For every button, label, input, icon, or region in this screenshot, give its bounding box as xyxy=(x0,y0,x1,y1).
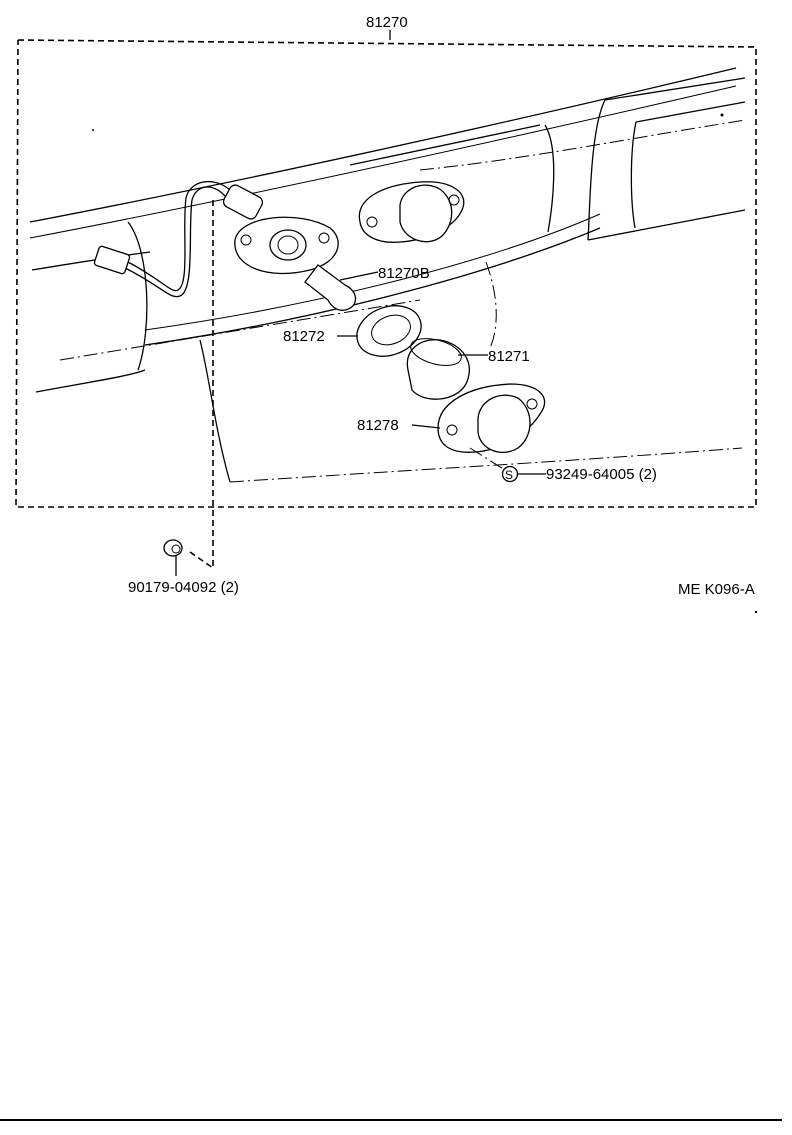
label-clip: 90179-04092 (2) xyxy=(128,579,239,596)
clip xyxy=(163,200,214,576)
installed-lamp xyxy=(358,181,465,243)
housing xyxy=(411,383,546,471)
assembly-label: 81270 xyxy=(366,14,408,31)
label-gasket: 81272 xyxy=(283,328,325,345)
assembly-boundary xyxy=(15,39,757,508)
body-panel xyxy=(29,67,746,483)
reference-code: ME K096-A xyxy=(678,581,755,598)
svg-text:S: S xyxy=(505,468,513,482)
lens xyxy=(406,261,497,400)
label-bulb: 81270B xyxy=(378,265,430,282)
gasket xyxy=(337,305,422,357)
socket-plate xyxy=(234,216,339,275)
wire-harness xyxy=(93,180,264,298)
bulb xyxy=(304,264,379,311)
screw-symbol: S xyxy=(501,465,546,483)
label-lens: 81271 xyxy=(488,348,530,365)
label-screw: 93249-64005 (2) xyxy=(546,466,657,483)
label-housing: 81278 xyxy=(357,417,399,434)
connector xyxy=(93,245,131,275)
